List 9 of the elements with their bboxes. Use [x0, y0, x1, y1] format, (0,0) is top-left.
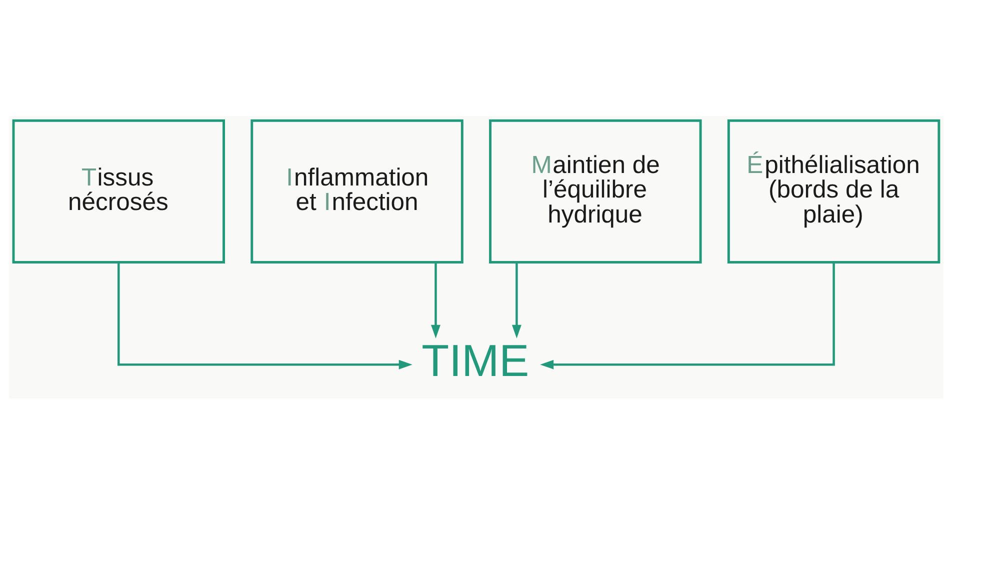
- arrow: [430, 262, 440, 338]
- node-text: TIME: [421, 334, 529, 386]
- arrow: [511, 262, 521, 338]
- arrow: [540, 262, 834, 370]
- node-box: Maintien de l’équilibre hydrique: [488, 119, 702, 264]
- node-box: Tissus nécrosés: [12, 119, 224, 264]
- node-box: Inflammation et Infection: [250, 119, 463, 264]
- node-box: Épithélialisation (bords de la plaie): [726, 119, 940, 264]
- arrow: [117, 262, 412, 370]
